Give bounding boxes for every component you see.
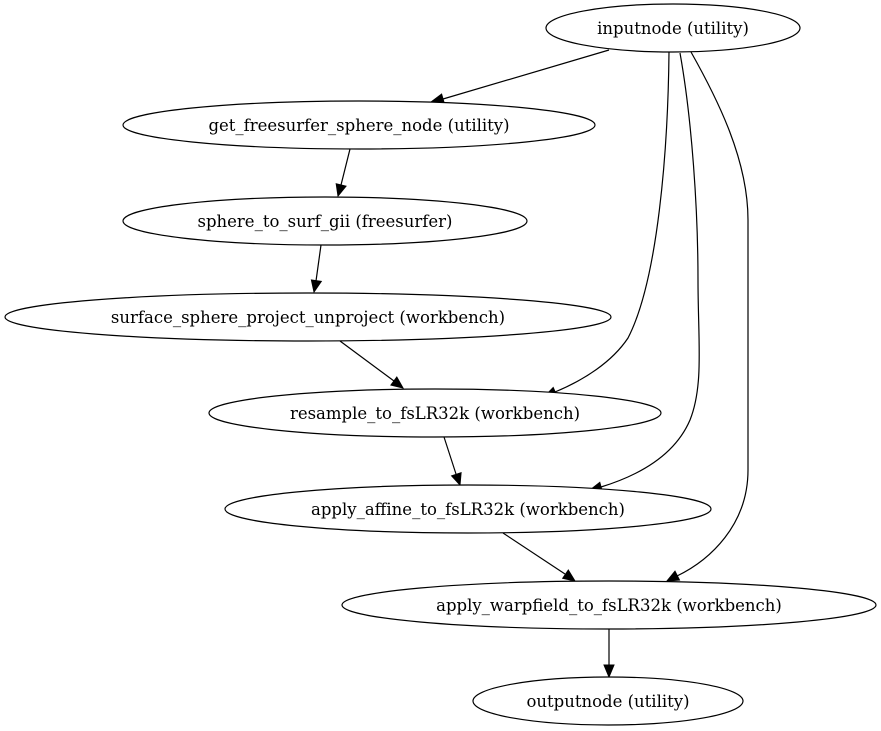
node-label: get_freesurfer_sphere_node (utility) [208,116,509,135]
node-ellipse [472,676,744,726]
arrowhead-resample-from-project [390,376,404,389]
node-ellipse [208,388,662,438]
edge-project-unproject-to-resample [339,340,395,382]
node-ellipse [4,292,612,342]
edge-get-freesurfer-to-sphere-to-surf [340,148,351,186]
node-group: inputnode (utility) get_freesurfer_spher… [4,3,877,726]
node-label: apply_affine_to_fsLR32k (workbench) [311,500,625,519]
arrowhead-apply-warpfield-from-affine [561,569,577,582]
arrowhead-sphere-to-surf [335,183,347,198]
edge-inputnode-to-get-freesurfer-sphere-node [442,49,610,100]
node-label: sphere_to_surf_gii (freesurfer) [198,212,453,231]
node-apply-affine-to-fslr32k: apply_affine_to_fsLR32k (workbench) [224,484,712,534]
node-label: outputnode (utility) [526,692,689,711]
arrowhead-outputnode [603,664,615,679]
node-ellipse [341,580,877,630]
arrowhead-apply-warpfield-from-inputnode [665,570,681,582]
edge-inputnode-to-apply-warpfield [676,51,749,577]
node-label: surface_sphere_project_unproject (workbe… [111,308,505,327]
edge-inputnode-to-apply-affine [600,52,700,488]
node-label: resample_to_fsLR32k (workbench) [290,404,580,423]
node-ellipse [545,3,801,53]
node-outputnode: outputnode (utility) [472,676,744,726]
edge-resample-to-apply-affine [443,436,457,475]
node-resample-to-fslr32k: resample_to_fsLR32k (workbench) [208,388,662,438]
node-sphere-to-surf-gii: sphere_to_surf_gii (freesurfer) [122,196,528,246]
node-get-freesurfer-sphere-node: get_freesurfer_sphere_node (utility) [122,100,596,150]
arrowhead-apply-affine-from-resample [450,471,462,487]
edge-apply-affine-to-apply-warpfield [502,532,566,575]
node-ellipse [122,196,528,246]
node-label: inputnode (utility) [597,19,749,38]
node-apply-warpfield-to-fslr32k: apply_warpfield_to_fsLR32k (workbench) [341,580,877,630]
node-inputnode: inputnode (utility) [545,3,801,53]
node-surface-sphere-project-unproject: surface_sphere_project_unproject (workbe… [4,292,612,342]
edge-inputnode-to-resample [554,51,670,393]
node-ellipse [122,100,596,150]
node-label: apply_warpfield_to_fsLR32k (workbench) [436,596,782,615]
arrowhead-project-unproject [310,279,323,294]
edge-sphere-to-surf-to-project-unproject [315,244,322,282]
node-ellipse [224,484,712,534]
